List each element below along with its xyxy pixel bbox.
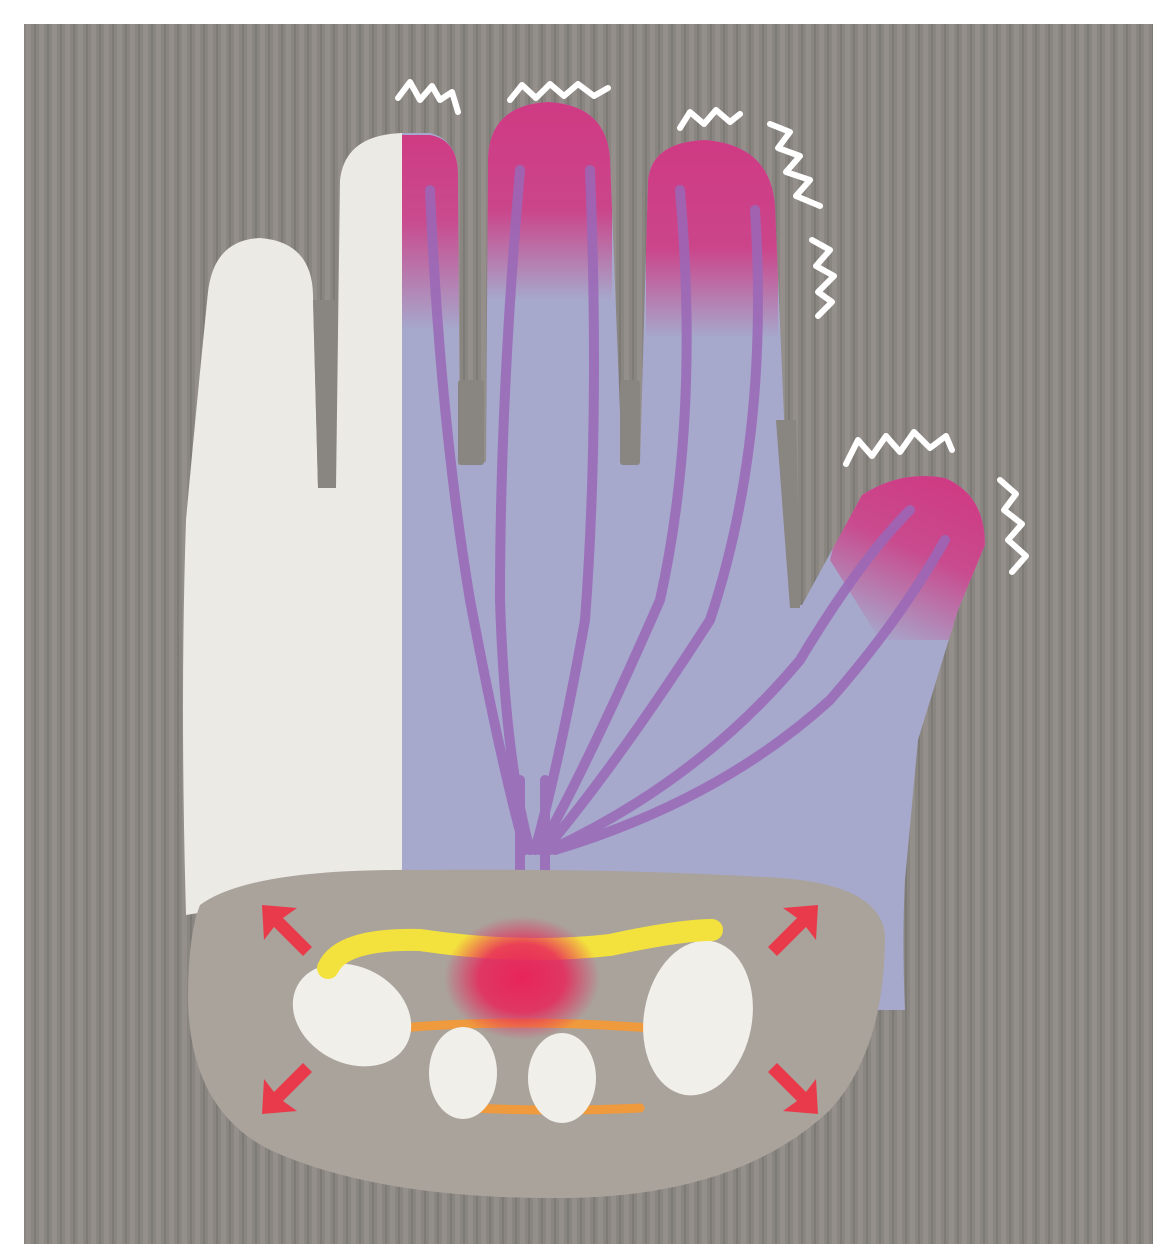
carpal-bone-center-right (528, 1033, 596, 1123)
compressed-nerve (444, 916, 600, 1040)
carpal-bone-center-left (429, 1027, 497, 1119)
